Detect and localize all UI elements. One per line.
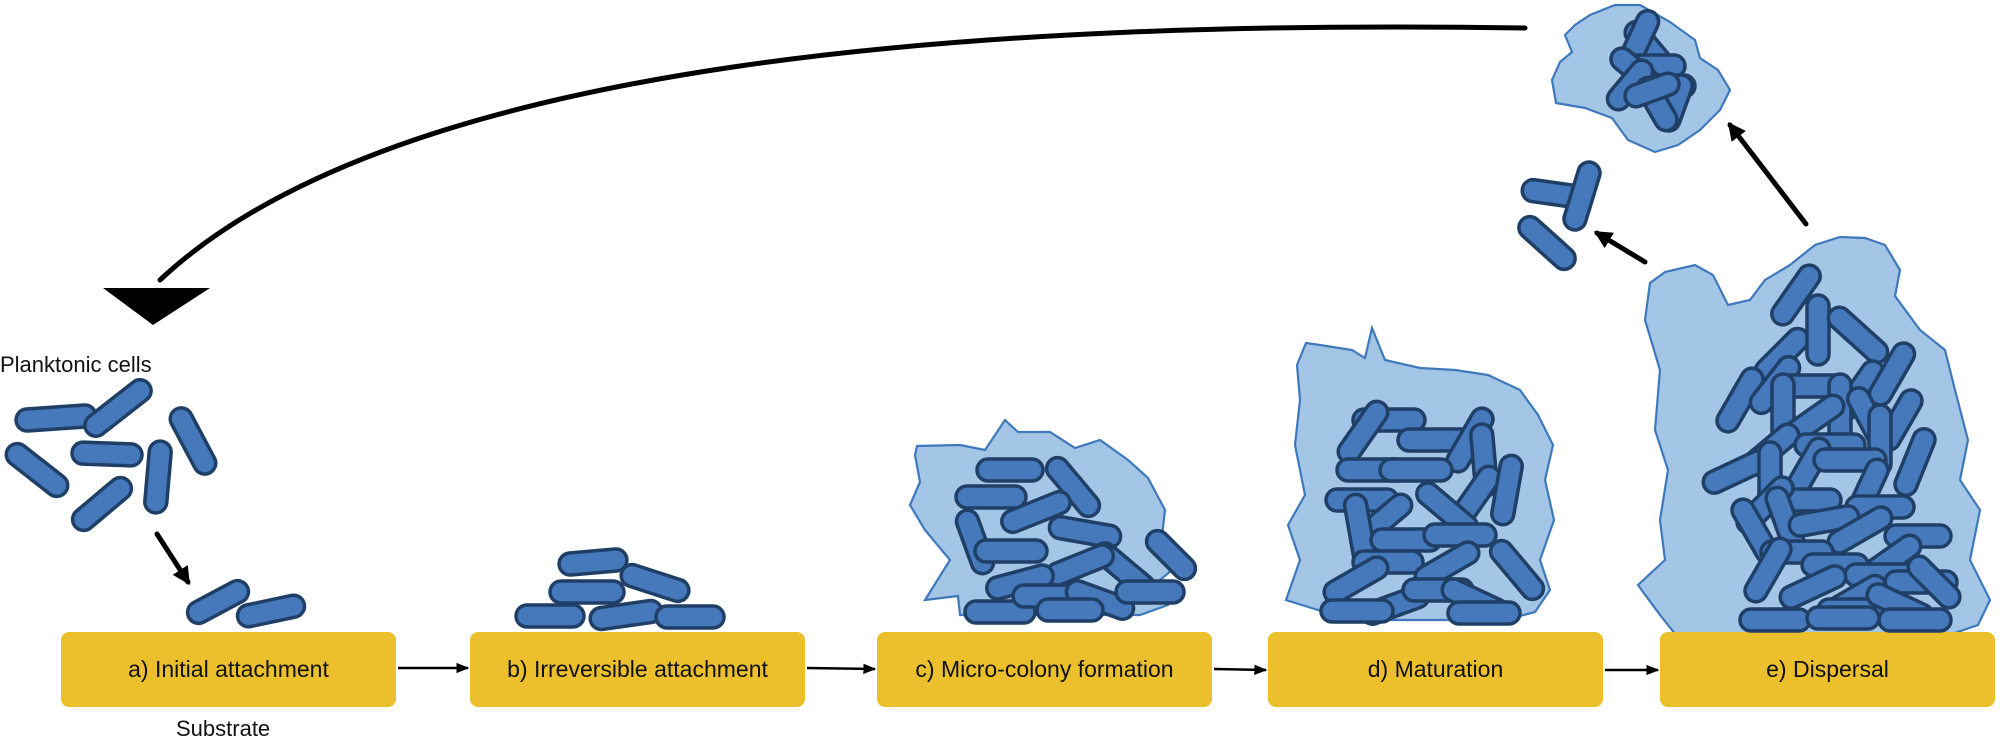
bacterium-dispersal-4 [1826, 305, 1890, 365]
stage-initial-attachment: a) Initial attachment [61, 632, 396, 707]
bacterium-maturation-21 [1319, 598, 1395, 624]
bacterium-irreversible-2 [548, 579, 626, 605]
bacterium-planktonic-4 [70, 440, 144, 468]
bacterium-irreversible-5 [619, 562, 691, 604]
attach-arrow [154, 531, 191, 586]
bacterium-microcolony-5 [1000, 489, 1072, 535]
bacterium-irreversible-6 [654, 604, 726, 630]
cell-group-microcolony [954, 455, 1198, 625]
bacterium-planktonic-3 [4, 441, 70, 499]
bacterium-dispersal-3 [1805, 293, 1831, 367]
bacterium-dispersal-37 [1778, 564, 1848, 610]
bacterium-microcolony-6 [1047, 514, 1123, 550]
bacterium-freed-3 [1517, 214, 1577, 272]
bacterium-dispersal-35 [1743, 536, 1793, 604]
stage-dispersal: e) Dispersal [1660, 632, 1995, 707]
cell-group-maturation [1319, 399, 1546, 626]
bold-arrows [154, 122, 1809, 586]
dispersal-cluster-arrow [1727, 122, 1809, 227]
bacterium-maturation-6 [1378, 457, 1454, 483]
stage-box-b [470, 632, 805, 707]
bacterium-irreversible-3 [514, 603, 586, 629]
bacterium-maturation-24 [1446, 600, 1522, 626]
cell-group-initial [185, 578, 307, 629]
stage-box-a [61, 632, 396, 707]
cell-group-planktonic [4, 378, 218, 533]
cell-group-freed [1517, 160, 1602, 272]
bacterium-dispersal-42 [1738, 607, 1812, 633]
dispersal-single-arrow [1593, 230, 1648, 265]
cell-group-dispersedCluster [1605, 8, 1697, 133]
bacterium-initial-1 [185, 578, 251, 626]
bacterium-microcolony-15 [1144, 528, 1198, 582]
bacterium-initial-2 [235, 593, 307, 629]
bacterium-dispersal-39 [1906, 554, 1962, 610]
bacterium-maturation-18 [1488, 538, 1546, 602]
bacterium-planktonic-6 [143, 439, 173, 515]
stage-box-d [1268, 632, 1603, 707]
bacterium-microcolony-1 [975, 457, 1045, 483]
bacterium-planktonic-2 [83, 378, 153, 438]
stage-label-a: a) Initial attachment [128, 656, 329, 682]
bacterium-microcolony-16 [1035, 597, 1105, 623]
substrate-label: Substrate [176, 716, 270, 739]
bacterium-dispersedCluster-9 [1623, 71, 1681, 109]
flow-arrow-c-d [1213, 664, 1268, 675]
cell-group-dispersal [1701, 263, 1962, 633]
stage-micro-colony: c) Micro-colony formation [877, 632, 1212, 707]
planktonic-cells-label: Planktonic cells [0, 352, 152, 377]
bacterium-dispersal-45 [1877, 607, 1953, 633]
bacterium-maturation-19 [1322, 555, 1390, 605]
cell-group-irreversible [514, 547, 726, 632]
bacterium-microcolony-7 [973, 538, 1049, 564]
bacterium-irreversible-1 [557, 547, 629, 577]
flow-arrow-b-c [806, 663, 877, 675]
bacterium-microcolony-2 [954, 484, 1028, 510]
stage-boxes: a) Initial attachment b) Irreversible at… [61, 632, 1995, 707]
bacterium-dispersal-43 [1805, 605, 1881, 631]
flow-arrows [398, 662, 1660, 676]
bacterium-planktonic-5 [168, 406, 218, 476]
bacterium-planktonic-7 [70, 475, 134, 533]
bacterium-freed-2 [1562, 160, 1602, 232]
bacterium-maturation-12 [1490, 453, 1524, 527]
stage-label-e: e) Dispersal [1766, 656, 1889, 682]
return-arrow [103, 24, 1528, 325]
stage-label-b: b) Irreversible attachment [507, 656, 768, 682]
bacterial-cells [4, 8, 1962, 633]
stage-box-c [877, 632, 1212, 707]
bacterium-maturation-15 [1422, 522, 1498, 548]
bacterium-dispersal-1 [1770, 263, 1822, 327]
stage-label-d: d) Maturation [1368, 656, 1504, 682]
bacterium-microcolony-14 [1114, 579, 1186, 605]
stage-maturation: d) Maturation [1268, 632, 1603, 707]
stage-box-e [1660, 632, 1995, 707]
return-arrow-head [103, 288, 210, 325]
stage-irreversible-attachment: b) Irreversible attachment [470, 632, 805, 707]
stage-label-c: c) Micro-colony formation [915, 656, 1173, 682]
